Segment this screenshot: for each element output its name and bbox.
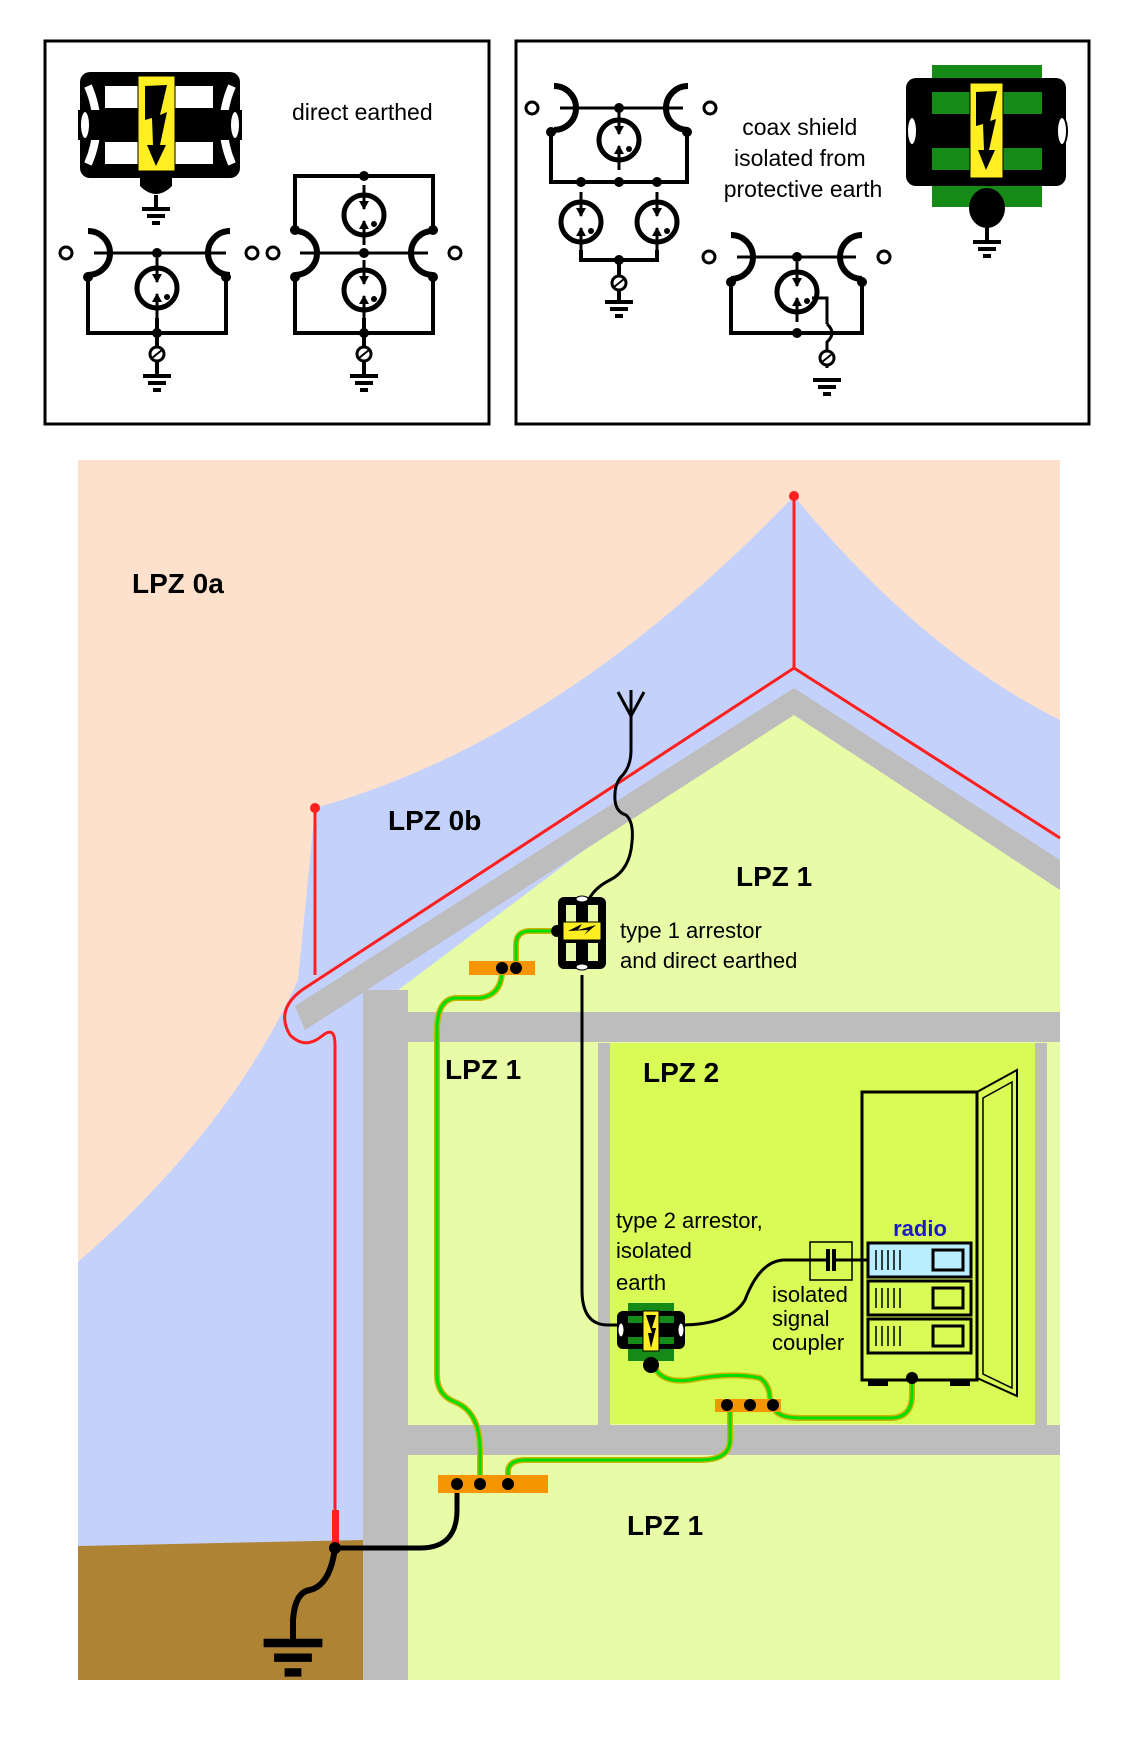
caption-line: isolated from xyxy=(734,145,866,171)
zone-label-lpz0b: LPZ 0b xyxy=(388,805,481,836)
zone-lpz2-room xyxy=(610,1043,1035,1424)
radio-unit-top xyxy=(866,1241,973,1279)
type2-arrestor-label: type 2 arrestor, isolated earth xyxy=(616,1208,769,1295)
air-terminal-apex xyxy=(789,491,799,501)
legend-panel-direct-earthed: direct earthed xyxy=(43,39,491,426)
signal-coupler-label: isolated signal coupler xyxy=(772,1282,854,1355)
zone-label-lpz1-attic: LPZ 1 xyxy=(736,861,812,892)
label-line: isolated xyxy=(616,1238,692,1263)
label-line: type 2 arrestor, xyxy=(616,1208,763,1233)
lower-floor-beam xyxy=(408,1425,1060,1455)
rack-earth-terminal xyxy=(906,1372,918,1384)
earthing-conductor xyxy=(335,1485,460,1551)
zone-label-lpz0a: LPZ 0a xyxy=(132,568,224,599)
label-line: signal xyxy=(772,1306,829,1331)
zone-label-lpz2: LPZ 2 xyxy=(643,1057,719,1088)
bonding-bar-lpz2 xyxy=(715,1399,781,1412)
circuit-double-gdt xyxy=(267,171,461,392)
partition-left xyxy=(598,1043,610,1425)
circuit-three-gdt xyxy=(526,86,716,318)
label-line: and direct earthed xyxy=(620,948,797,973)
label-line: earth xyxy=(616,1270,666,1295)
building-scene: type 1 arrestor and direct earthed xyxy=(78,460,1061,1680)
label-line: type 1 arrestor xyxy=(620,918,762,943)
zone-label-lpz1-ground: LPZ 1 xyxy=(627,1510,703,1541)
bonding-bar-attic xyxy=(469,961,535,975)
conductor-test-joint xyxy=(332,1510,339,1548)
soil-area xyxy=(78,1540,363,1680)
caption-line: coax shield xyxy=(742,114,857,140)
label-line: isolated xyxy=(772,1282,848,1307)
lightning-conductor xyxy=(283,496,1061,1548)
circuit-single-gdt xyxy=(60,231,258,392)
type1-arrestor-label: type 1 arrestor and direct earthed xyxy=(620,918,797,973)
upper-floor-beam xyxy=(408,1012,1060,1042)
air-terminal-left xyxy=(310,803,320,813)
coax-cable-radio xyxy=(679,1258,810,1327)
partition-right xyxy=(1035,1043,1047,1425)
zone-label-lpz1-room: LPZ 1 xyxy=(445,1054,521,1085)
coax-cable-indoor xyxy=(580,975,620,1327)
arrestor-direct-earthed-icon xyxy=(78,72,242,225)
antenna-icon xyxy=(616,690,646,717)
type1-arrestor-icon xyxy=(551,895,606,971)
circuit-isolated-gdt xyxy=(703,235,890,396)
caption-line: protective earth xyxy=(724,176,883,202)
radio-rack xyxy=(860,1068,1018,1398)
bonding-wires xyxy=(434,928,915,1485)
signal-coupler-icon xyxy=(809,1241,868,1281)
legend-caption-direct-earthed: direct earthed xyxy=(292,99,433,125)
legend-panel-isolated-earth: coax shield isolated from protective ear… xyxy=(514,39,1091,426)
type2-arrestor-icon xyxy=(617,1303,685,1373)
legend-caption-isolated-earth: coax shield isolated from protective ear… xyxy=(724,114,883,202)
label-line: coupler xyxy=(772,1330,844,1355)
radio-label: radio xyxy=(893,1216,947,1241)
outer-wall xyxy=(363,990,408,1680)
coax-cable-antenna xyxy=(582,716,634,921)
radio-unit-middle xyxy=(866,1279,973,1317)
building-structure xyxy=(295,688,1060,1680)
earth-electrode-lead xyxy=(290,1547,338,1642)
bonding-bar-main xyxy=(438,1475,548,1493)
radio-unit-bottom xyxy=(866,1317,973,1355)
arrestor-isolated-earth-icon xyxy=(906,65,1068,258)
